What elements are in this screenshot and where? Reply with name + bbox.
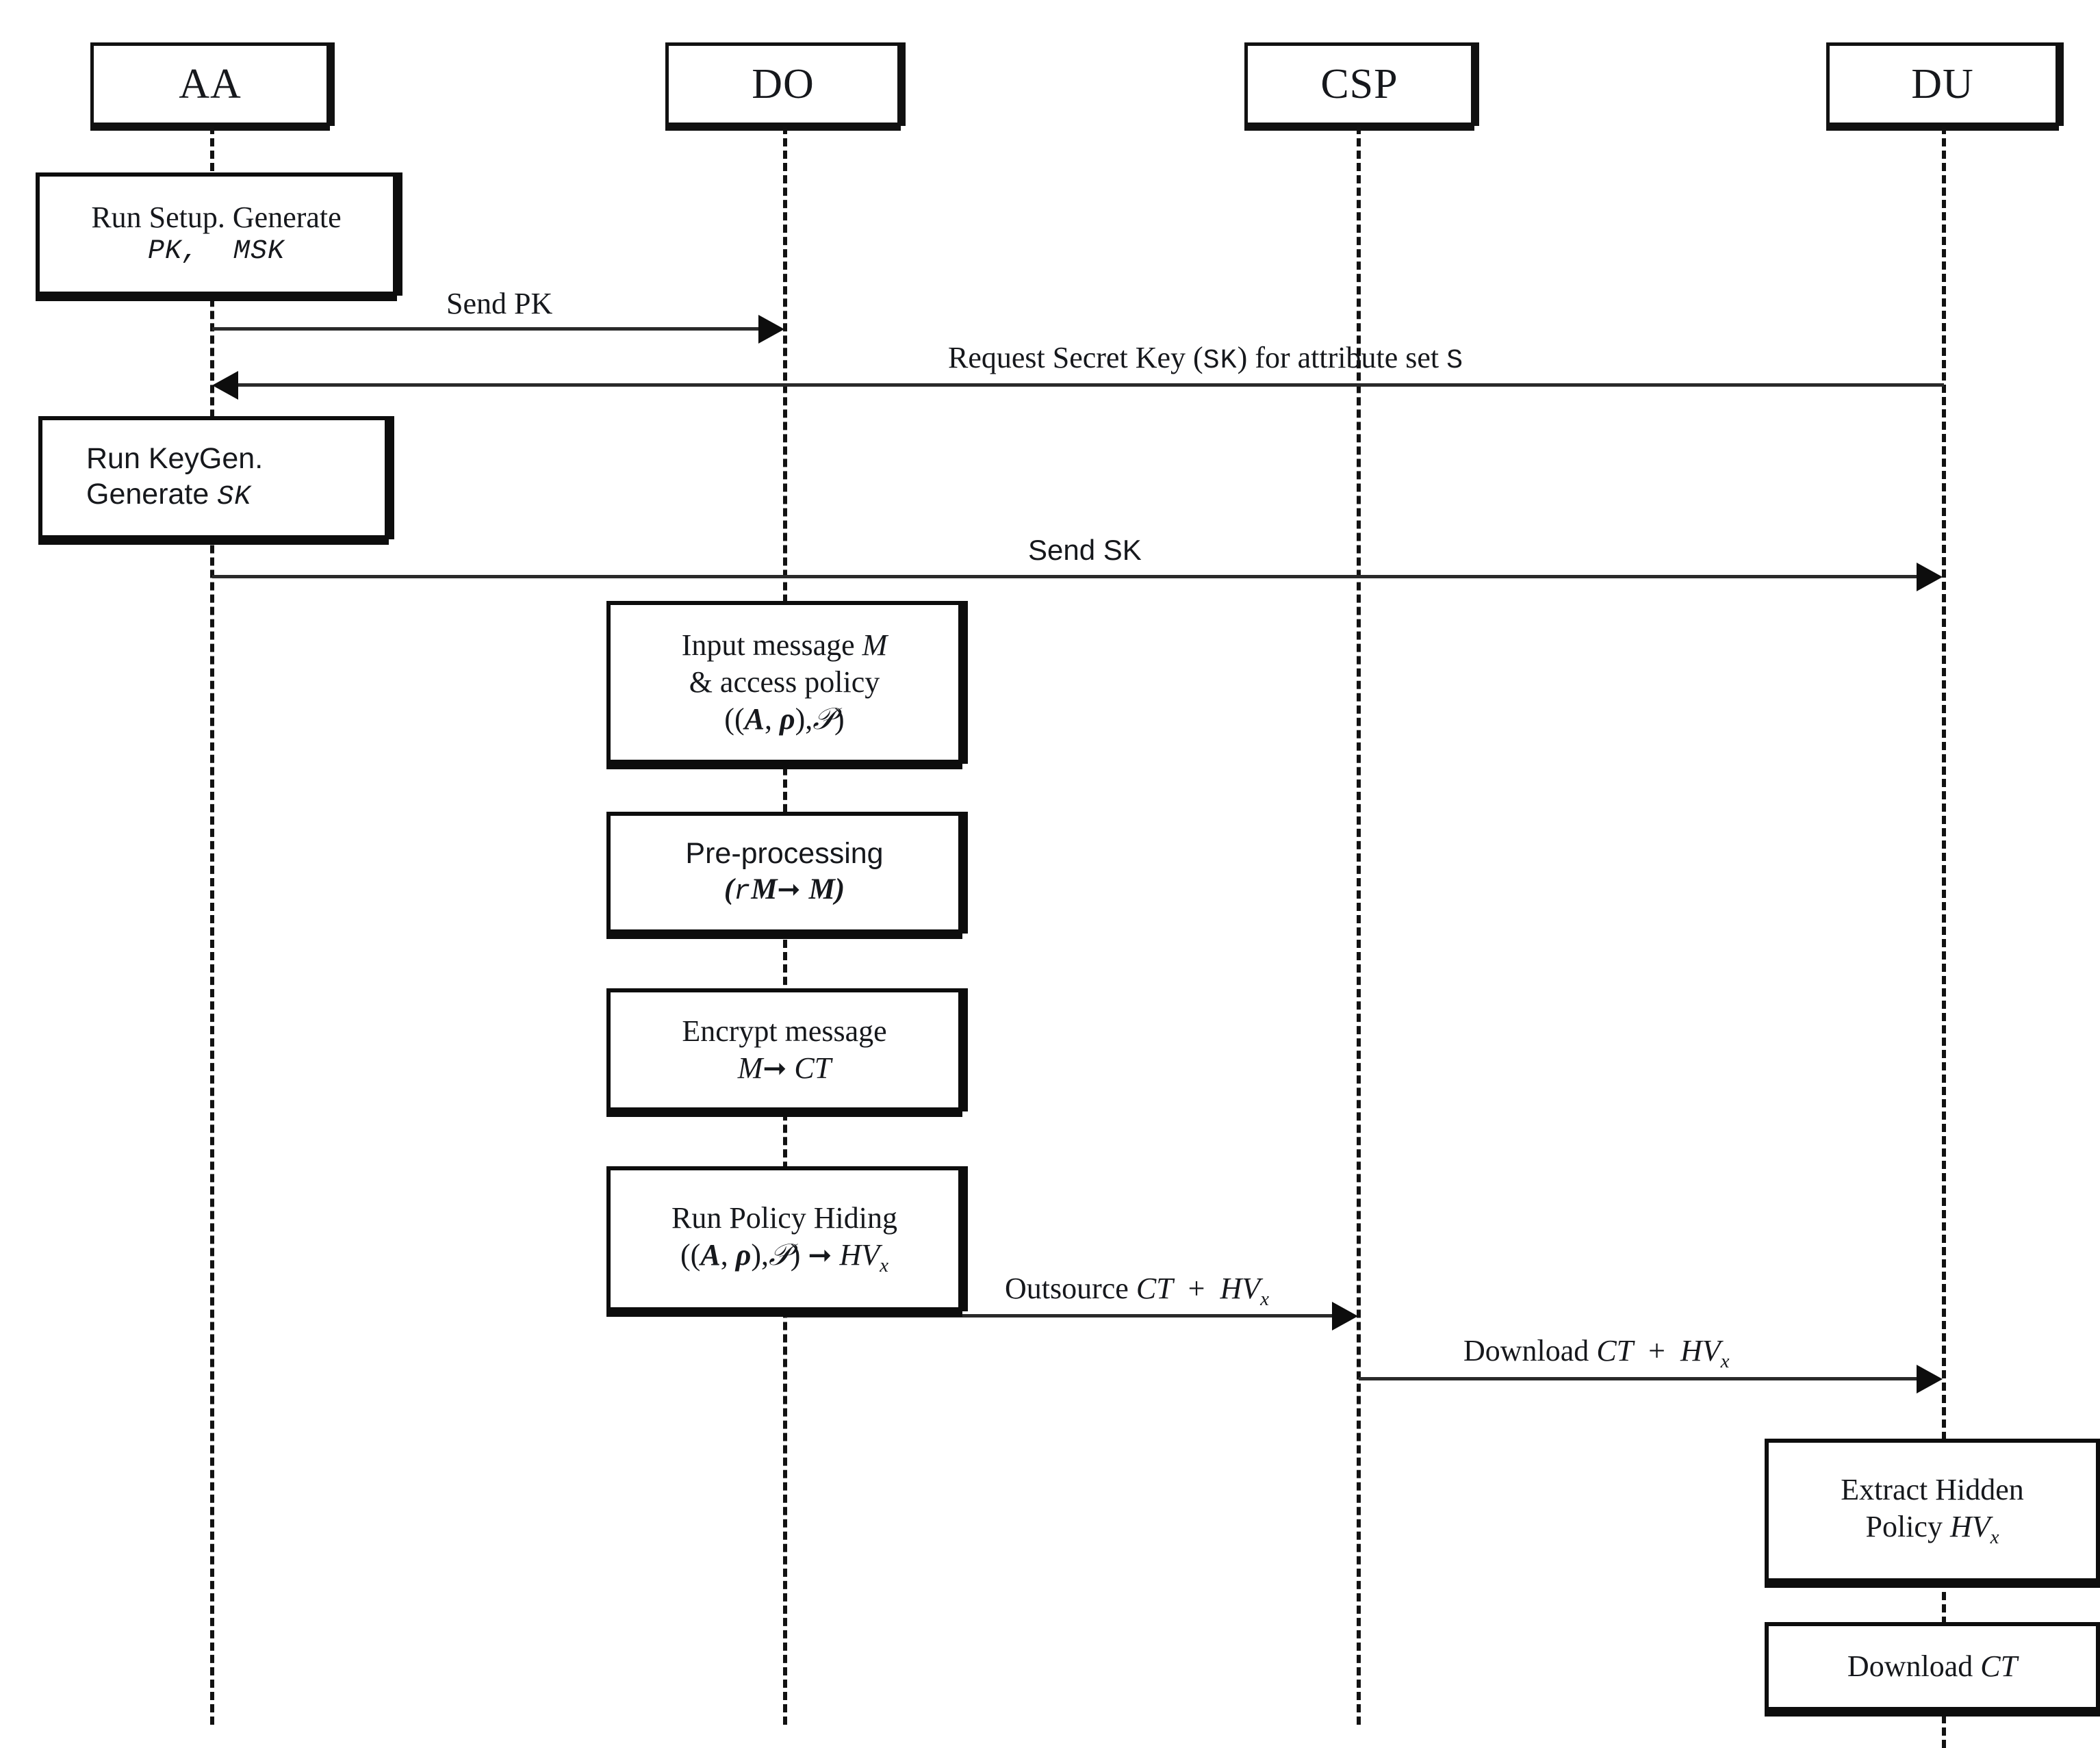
activity-extract-hidden-policy-line-2: Policy HVx xyxy=(1865,1509,1999,1548)
message-label-outsource: Outsource CT + HVx xyxy=(1005,1272,1270,1310)
message-label-send-pk: Send PK xyxy=(446,287,553,320)
actor-label-csp: CSP xyxy=(1320,61,1398,107)
actor-box-aa[interactable]: AA xyxy=(90,42,330,126)
activity-input-message[interactable]: Input message M & access policy ((A, ρ),… xyxy=(606,601,962,764)
message-arrowhead-outsource xyxy=(1332,1302,1358,1331)
message-line-send-pk[interactable] xyxy=(212,327,760,331)
activity-run-policy-hiding-line-2: ((A, ρ),𝒫) ➞ HVx xyxy=(680,1237,888,1276)
activity-run-keygen-line-1: Run KeyGen. xyxy=(86,441,264,475)
activity-run-policy-hiding[interactable]: Run Policy Hiding ((A, ρ),𝒫) ➞ HVx xyxy=(606,1166,962,1311)
message-label-send-sk: Send SK xyxy=(1028,534,1142,566)
actor-box-do[interactable]: DO xyxy=(665,42,901,126)
activity-run-setup-line-2: PK, MSK xyxy=(147,236,285,268)
activity-run-setup[interactable]: Run Setup. Generate PK, MSK xyxy=(36,172,397,296)
message-line-send-sk[interactable] xyxy=(212,575,1918,578)
message-label-request-secret-key: Request Secret Key (SK) for attribute se… xyxy=(948,341,1464,376)
message-line-download[interactable] xyxy=(1359,1377,1919,1380)
message-line-request-secret-key[interactable] xyxy=(237,383,1944,387)
activity-encrypt-message-line-1: Encrypt message xyxy=(682,1014,887,1049)
activity-input-message-line-1: Input message M xyxy=(681,628,888,663)
activity-run-keygen-line-2: Generate SK xyxy=(86,478,252,513)
activity-run-setup-line-1: Run Setup. Generate xyxy=(91,200,342,234)
activity-input-message-line-2: & access policy xyxy=(689,665,880,699)
activity-encrypt-message-line-2: M➞ CT xyxy=(737,1051,832,1085)
actor-label-aa: AA xyxy=(179,61,242,107)
activity-run-policy-hiding-line-1: Run Policy Hiding xyxy=(671,1201,898,1235)
actor-label-du: DU xyxy=(1911,61,1974,107)
lifeline-du xyxy=(1942,126,1946,1748)
message-arrowhead-request-secret-key xyxy=(212,371,238,400)
lifeline-csp xyxy=(1357,126,1361,1725)
activity-run-keygen[interactable]: Run KeyGen. Generate SK xyxy=(38,416,389,539)
message-arrowhead-send-pk xyxy=(758,315,784,344)
activity-download-ct-line-1: Download CT xyxy=(1847,1649,2018,1684)
actor-label-do: DO xyxy=(752,61,815,107)
activity-extract-hidden-policy[interactable]: Extract Hidden Policy HVx xyxy=(1765,1439,2100,1582)
activity-download-ct[interactable]: Download CT xyxy=(1765,1622,2100,1711)
message-arrowhead-send-sk xyxy=(1917,563,1943,591)
actor-box-csp[interactable]: CSP xyxy=(1244,42,1474,126)
activity-extract-hidden-policy-line-1: Extract Hidden xyxy=(1841,1473,2024,1507)
activity-pre-processing[interactable]: Pre-processing (rM➞ M) xyxy=(606,812,962,934)
activity-input-message-line-3: ((A, ρ),𝒫) xyxy=(724,702,845,736)
activity-encrypt-message[interactable]: Encrypt message M➞ CT xyxy=(606,988,962,1111)
activity-pre-processing-line-2: (rM➞ M) xyxy=(724,873,845,908)
lifeline-aa xyxy=(210,126,214,1725)
message-arrowhead-download xyxy=(1917,1365,1943,1393)
message-line-outsource[interactable] xyxy=(785,1314,1333,1318)
message-label-download: Download CT + HVx xyxy=(1463,1334,1730,1372)
actor-box-du[interactable]: DU xyxy=(1826,42,2059,126)
activity-pre-processing-line-1: Pre-processing xyxy=(685,836,884,870)
